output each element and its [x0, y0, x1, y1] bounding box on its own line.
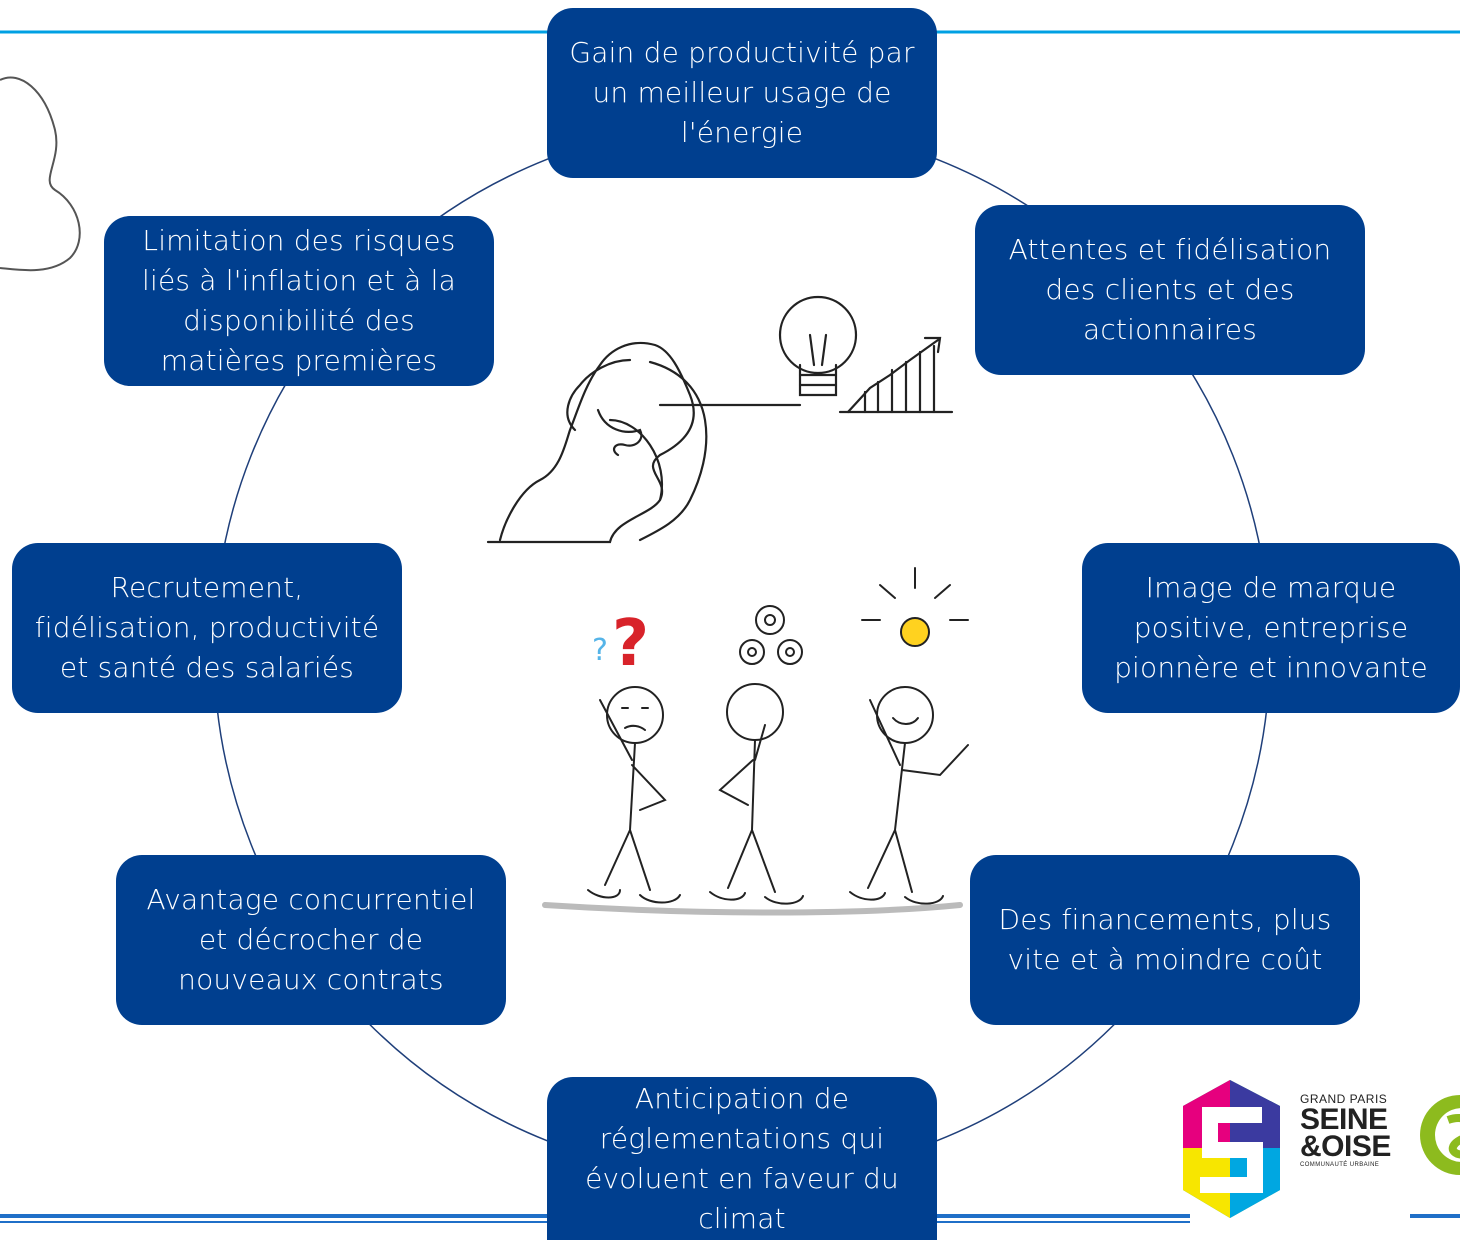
node-employees: Recrutement, fidélisation, productivité …: [12, 543, 402, 713]
logo-line-seine: SEINE: [1300, 1103, 1388, 1136]
node-productivity: Gain de productivité par un meilleur usa…: [547, 8, 937, 178]
node-regulation: Anticipation de réglementations qui évol…: [547, 1077, 937, 1240]
node-risks-text: Limitation des risques liés à l'inflatio…: [142, 224, 456, 377]
node-brand: Image de marque positive, entreprise pio…: [1082, 543, 1460, 713]
illustration-woman-lightbulb: [486, 295, 954, 544]
seine-oise-logo-text: GRAND PARIS SEINE &OISE COMMUNAUTÉ URBAI…: [1300, 1092, 1391, 1168]
node-regulation-text: Anticipation de réglementations qui évol…: [585, 1081, 899, 1235]
green-partner-logo: [1420, 1095, 1460, 1175]
node-competitive: Avantage concurrentiel et décrocher de n…: [116, 855, 506, 1025]
question-mark-small-icon: ?: [592, 633, 608, 668]
node-competitive-text: Avantage concurrentiel et décrocher de n…: [146, 883, 476, 996]
node-clients-text: Attentes et fidélisation des clients et …: [1008, 233, 1332, 346]
cloud-shape: [0, 76, 81, 272]
logo-line-oise: &OISE: [1300, 1130, 1391, 1163]
illustration-stick-figures: [542, 567, 969, 916]
question-mark-icon: ?: [612, 607, 649, 681]
node-financing-text: Des financements, plus vite et à moindre…: [998, 903, 1332, 976]
node-risks: Limitation des risques liés à l'inflatio…: [104, 216, 494, 386]
node-clients: Attentes et fidélisation des clients et …: [975, 205, 1365, 375]
node-employees-text: Recrutement, fidélisation, productivité …: [34, 571, 380, 684]
logo-line-communaute: COMMUNAUTÉ URBAINE: [1300, 1162, 1380, 1168]
node-productivity-text: Gain de productivité par un meilleur usa…: [569, 36, 915, 149]
logo-line-grand-paris: GRAND PARIS: [1300, 1092, 1388, 1106]
seine-oise-logo-mark: [1183, 1080, 1280, 1218]
node-brand-text: Image de marque positive, entreprise pio…: [1114, 571, 1428, 684]
node-financing: Des financements, plus vite et à moindre…: [970, 855, 1360, 1025]
lightbulb-icon: [900, 617, 930, 647]
